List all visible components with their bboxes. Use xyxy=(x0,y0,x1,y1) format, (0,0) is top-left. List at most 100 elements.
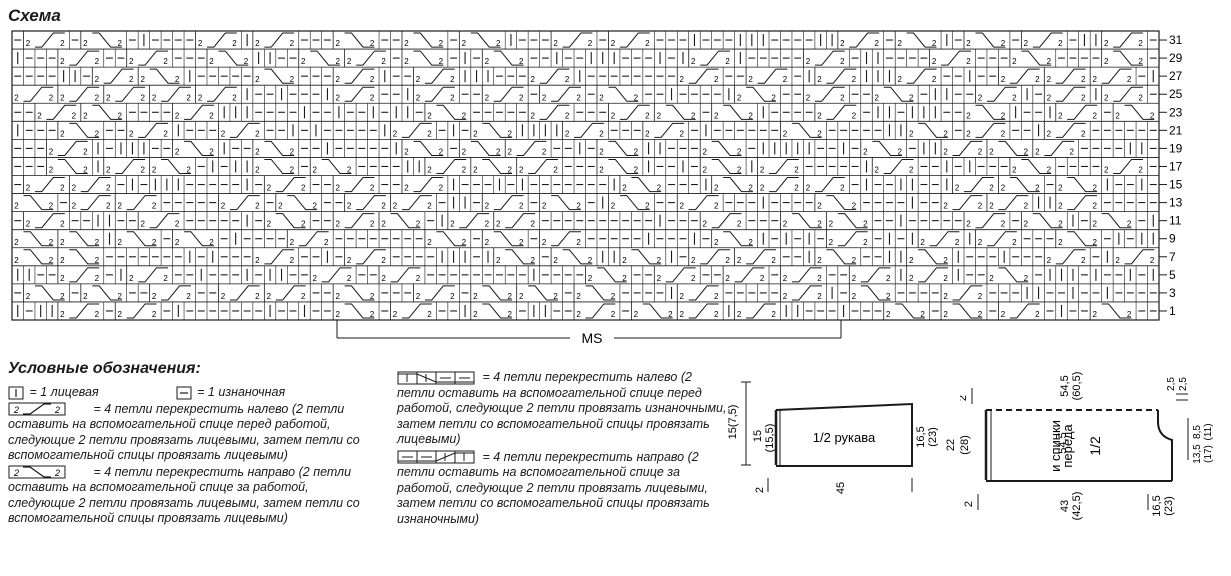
cable-count-label: 2 xyxy=(278,202,283,211)
cable-count-label: 2 xyxy=(1024,220,1029,229)
cable-count-label: 2 xyxy=(852,75,857,84)
cable-count-label: 2 xyxy=(1058,220,1063,229)
cable-count-label: 2 xyxy=(381,220,386,229)
cable-count-label: 2 xyxy=(60,238,65,247)
cable-count-label: 2 xyxy=(450,93,455,102)
cable-count-label: 2 xyxy=(60,292,65,301)
cable-count-label: 2 xyxy=(530,220,535,229)
cable-count-label: 2 xyxy=(1081,93,1086,102)
cable-count-label: 2 xyxy=(381,57,386,66)
cable-count-label: 2 xyxy=(1104,57,1109,66)
cable-count-label: 2 xyxy=(943,292,948,301)
cable-count-label: 2 xyxy=(680,75,685,84)
cable-count-label: 2 xyxy=(519,166,524,175)
cable-count-label: 2 xyxy=(301,220,306,229)
cable-count-label: 2 xyxy=(760,166,765,175)
cable-count-label: 2 xyxy=(370,39,375,48)
cable-count-label: 2 xyxy=(897,147,902,156)
cable-count-label: 2 xyxy=(26,39,31,48)
cable-count-label: 2 xyxy=(817,220,822,229)
cable-count-label: 2 xyxy=(1081,129,1086,138)
cable-count-label: 2 xyxy=(381,274,386,283)
cable-count-label: 2 xyxy=(542,93,547,102)
body-bottom-a: 43 xyxy=(1059,500,1071,512)
cable-count-label: 2 xyxy=(978,310,983,319)
cable-count-label: 2 xyxy=(966,39,971,48)
cable-right-knit-icon: 2 2 xyxy=(8,465,66,479)
purl-symbol-icon xyxy=(176,386,192,400)
cable-count-label: 2 xyxy=(152,310,157,319)
cable-count-label: 2 xyxy=(290,238,295,247)
cable-count-label: 2 xyxy=(450,75,455,84)
cable-count-label: 2 xyxy=(462,147,467,156)
cable-count-label: 2 xyxy=(54,405,60,415)
body-bottom-corner: 2 xyxy=(963,501,975,507)
row-number: 21 xyxy=(1169,123,1183,137)
cable-count-label: 2 xyxy=(49,93,54,102)
cable-count-label: 2 xyxy=(553,256,558,265)
cable-count-label: 2 xyxy=(680,129,685,138)
cable-count-label: 2 xyxy=(118,111,123,120)
cable-count-label: 2 xyxy=(542,238,547,247)
cable-count-label: 2 xyxy=(462,39,467,48)
cable-count-label: 2 xyxy=(404,147,409,156)
cable-count-label: 2 xyxy=(106,93,111,102)
cable-count-label: 2 xyxy=(748,238,753,247)
cable-count-label: 2 xyxy=(737,166,742,175)
cable-count-label: 2 xyxy=(691,256,696,265)
cable-count-label: 2 xyxy=(255,75,260,84)
cable-count-label: 2 xyxy=(943,129,948,138)
cable-count-label: 2 xyxy=(13,405,19,415)
cable-count-label: 2 xyxy=(553,166,558,175)
cable-count-label: 2 xyxy=(1150,111,1155,120)
cable-count-label: 2 xyxy=(335,292,340,301)
cable-count-label: 2 xyxy=(54,468,60,478)
cable-count-label: 2 xyxy=(576,202,581,211)
cable-count-label: 2 xyxy=(175,220,180,229)
cable-count-label: 2 xyxy=(588,256,593,265)
cable-count-label: 2 xyxy=(920,310,925,319)
body-top-b-label: (60,5) xyxy=(1071,372,1083,401)
body-top-corner: 2 xyxy=(960,395,969,401)
cable-count-label: 2 xyxy=(450,220,455,229)
cable-count-label: 2 xyxy=(1058,184,1063,193)
cable-count-label: 2 xyxy=(863,220,868,229)
cable-count-label: 2 xyxy=(221,129,226,138)
body-top-a: 54,5 xyxy=(1057,432,1069,453)
cable-count-label: 2 xyxy=(152,238,157,247)
cable-count-label: 2 xyxy=(1058,111,1063,120)
cable-count-label: 2 xyxy=(427,202,432,211)
cable-count-label: 2 xyxy=(439,57,444,66)
cable-count-label: 2 xyxy=(634,166,639,175)
cable-count-label: 2 xyxy=(14,93,19,102)
cable-count-label: 2 xyxy=(909,93,914,102)
cable-count-label: 2 xyxy=(1058,39,1063,48)
cable-count-label: 2 xyxy=(83,292,88,301)
cable-count-label: 2 xyxy=(1035,75,1040,84)
cable-count-label: 2 xyxy=(313,166,318,175)
cable-count-label: 2 xyxy=(13,468,19,478)
cable-count-label: 2 xyxy=(83,147,88,156)
sleeve-right-a: 16,5 xyxy=(915,426,927,447)
cable-count-label: 2 xyxy=(817,129,822,138)
cable-count-label: 2 xyxy=(290,147,295,156)
cable-count-label: 2 xyxy=(909,166,914,175)
cable-count-label: 2 xyxy=(932,75,937,84)
cable-count-label: 2 xyxy=(163,57,168,66)
legend-cable-right-purl-text: = 4 петли перекрестить направо (2 петли … xyxy=(397,449,710,526)
cable-count-label: 2 xyxy=(1081,256,1086,265)
body-label-a: 1/2 xyxy=(1087,436,1103,456)
cable-count-label: 2 xyxy=(313,202,318,211)
cable-count-label: 2 xyxy=(118,202,123,211)
cable-count-label: 2 xyxy=(439,147,444,156)
cable-count-label: 2 xyxy=(1035,310,1040,319)
cable-count-label: 2 xyxy=(427,129,432,138)
cable-count-label: 2 xyxy=(370,310,375,319)
sleeve-left-outer: 15(7,5) xyxy=(728,405,739,440)
cable-count-label: 2 xyxy=(60,129,65,138)
cable-count-label: 2 xyxy=(943,274,948,283)
cable-count-label: 2 xyxy=(404,184,409,193)
